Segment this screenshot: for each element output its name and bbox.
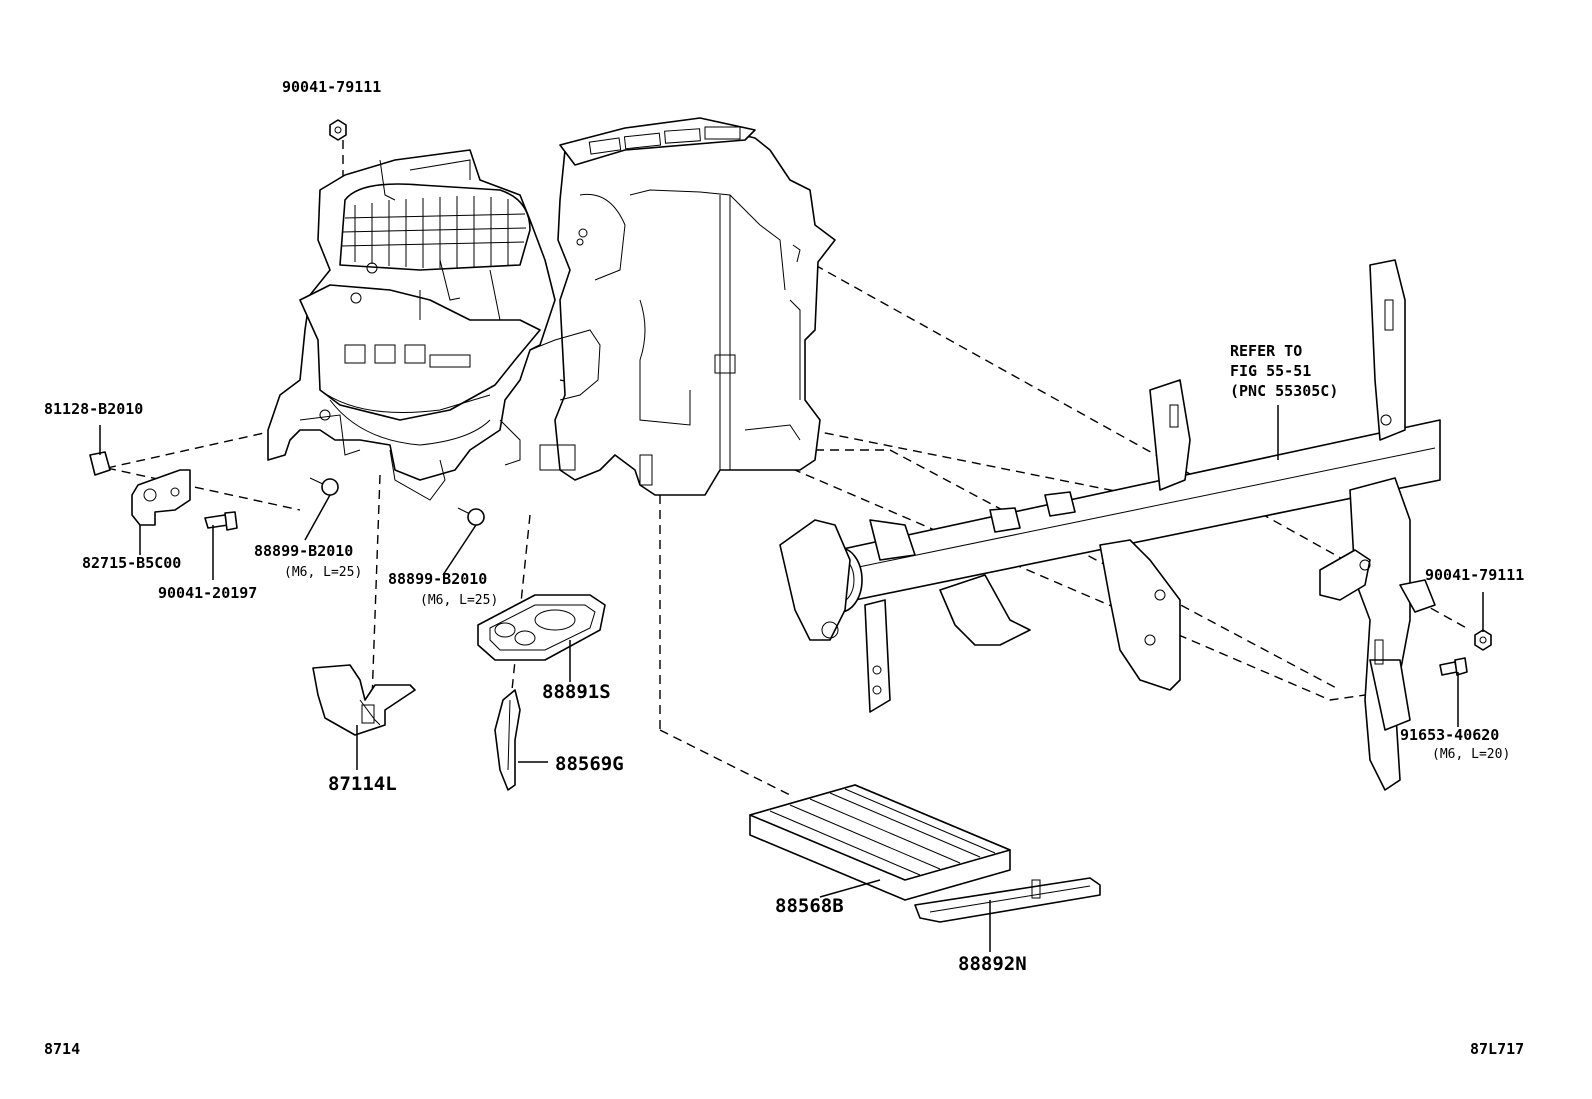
- drain-hose-88569g: [494, 689, 521, 791]
- reference-note-line1: REFER TO: [1230, 342, 1302, 360]
- leader-lines: [99, 405, 1484, 952]
- label-88568b: 88568B: [775, 895, 844, 917]
- clip-icon: [89, 451, 111, 476]
- cabin-filter-88568b: [749, 784, 1011, 901]
- duct-87114l: [312, 664, 416, 736]
- label-88569g: 88569G: [555, 753, 624, 775]
- label-82715-b5c00: 82715-B5C00: [82, 554, 181, 572]
- label-87114l: 87114L: [328, 773, 397, 795]
- bracket-82715-icon: [131, 469, 191, 526]
- bolt-90041-20197-icon: [204, 511, 238, 531]
- nut-top-icon: [329, 119, 347, 141]
- label-90041-79111-top: 90041-79111: [282, 78, 381, 96]
- label-90041-79111-right: 90041-79111: [1425, 566, 1524, 584]
- label-88892n: 88892N: [958, 953, 1027, 975]
- footer-codes: 8714 87L717: [44, 1040, 1524, 1058]
- label-88899-b2010-a: 88899-B2010: [254, 542, 353, 560]
- label-91653-40620-spec: (M6, L=20): [1432, 747, 1510, 762]
- bolt-91653-icon: [1439, 657, 1468, 676]
- label-88899-b2010-b-spec: (M6, L=25): [420, 593, 498, 608]
- seal-88891s: [477, 594, 606, 661]
- label-90041-20197: 90041-20197: [158, 584, 257, 602]
- label-88899-b2010-b: 88899-B2010: [388, 570, 487, 588]
- footer-left-code: 8714: [44, 1040, 80, 1058]
- screw-b-icon: [457, 507, 485, 526]
- reference-note: REFER TO FIG 55-51 (PNC 55305C): [1230, 342, 1338, 400]
- label-88891s: 88891S: [542, 681, 611, 703]
- heater-unit-housing: [539, 117, 836, 496]
- screw-a-icon: [309, 477, 339, 496]
- instrument-panel-reinforcement: [779, 259, 1441, 791]
- reference-note-line3: (PNC 55305C): [1230, 382, 1338, 400]
- filter-cover-88892n: [914, 877, 1101, 923]
- blower-unit: [267, 149, 601, 501]
- label-81128-b2010: 81128-B2010: [44, 400, 143, 418]
- label-88899-b2010-a-spec: (M6, L=25): [284, 565, 362, 580]
- label-91653-40620: 91653-40620: [1400, 726, 1499, 744]
- footer-right-code: 87L717: [1470, 1040, 1524, 1058]
- nut-right-icon: [1474, 629, 1492, 651]
- part-labels: 90041-79111 81128-B2010 82715-B5C00 9004…: [44, 78, 1524, 975]
- reference-note-line2: FIG 55-51: [1230, 362, 1311, 380]
